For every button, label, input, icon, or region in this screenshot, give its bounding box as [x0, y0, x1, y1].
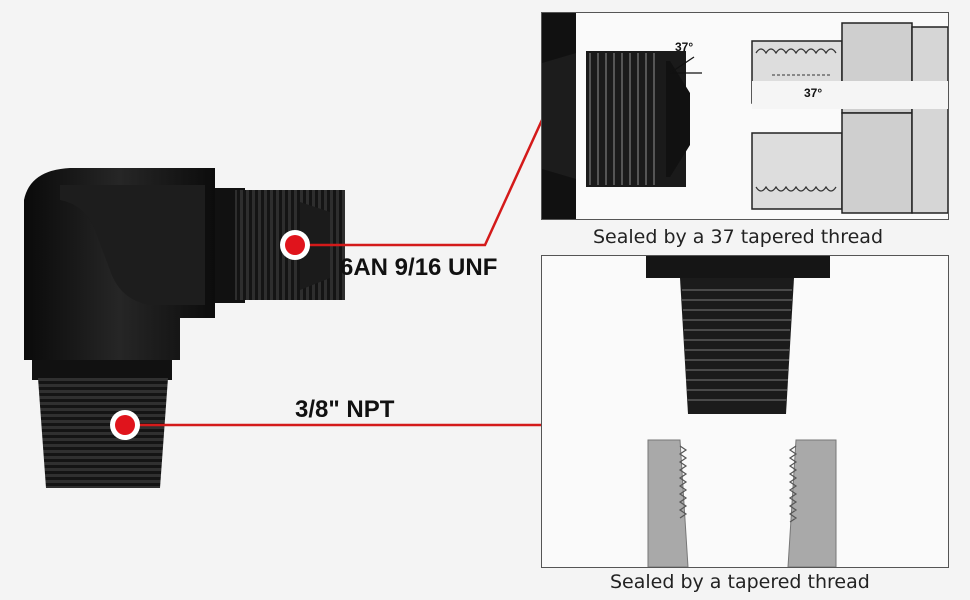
marker-npt-thread[interactable] [110, 410, 140, 440]
marker-an-thread[interactable] [280, 230, 310, 260]
diagram-37-flare: 37° 37° [541, 12, 949, 220]
caption-tapered-thread: Sealed by a tapered thread [610, 571, 870, 593]
label-npt-thread: 3/8" NPT [295, 396, 395, 423]
label-6an-thread: 6AN 9/16 UNF [340, 254, 498, 281]
angle-label-left: 37° [675, 40, 693, 54]
angle-label-right: 37° [804, 86, 822, 100]
caption-37-flare: Sealed by a 37 tapered thread [593, 226, 884, 248]
fitting-image [24, 168, 345, 488]
fitting-npt-threads [38, 378, 168, 488]
diagram-tapered-thread [541, 255, 949, 568]
pointer-line-top [295, 119, 544, 247]
